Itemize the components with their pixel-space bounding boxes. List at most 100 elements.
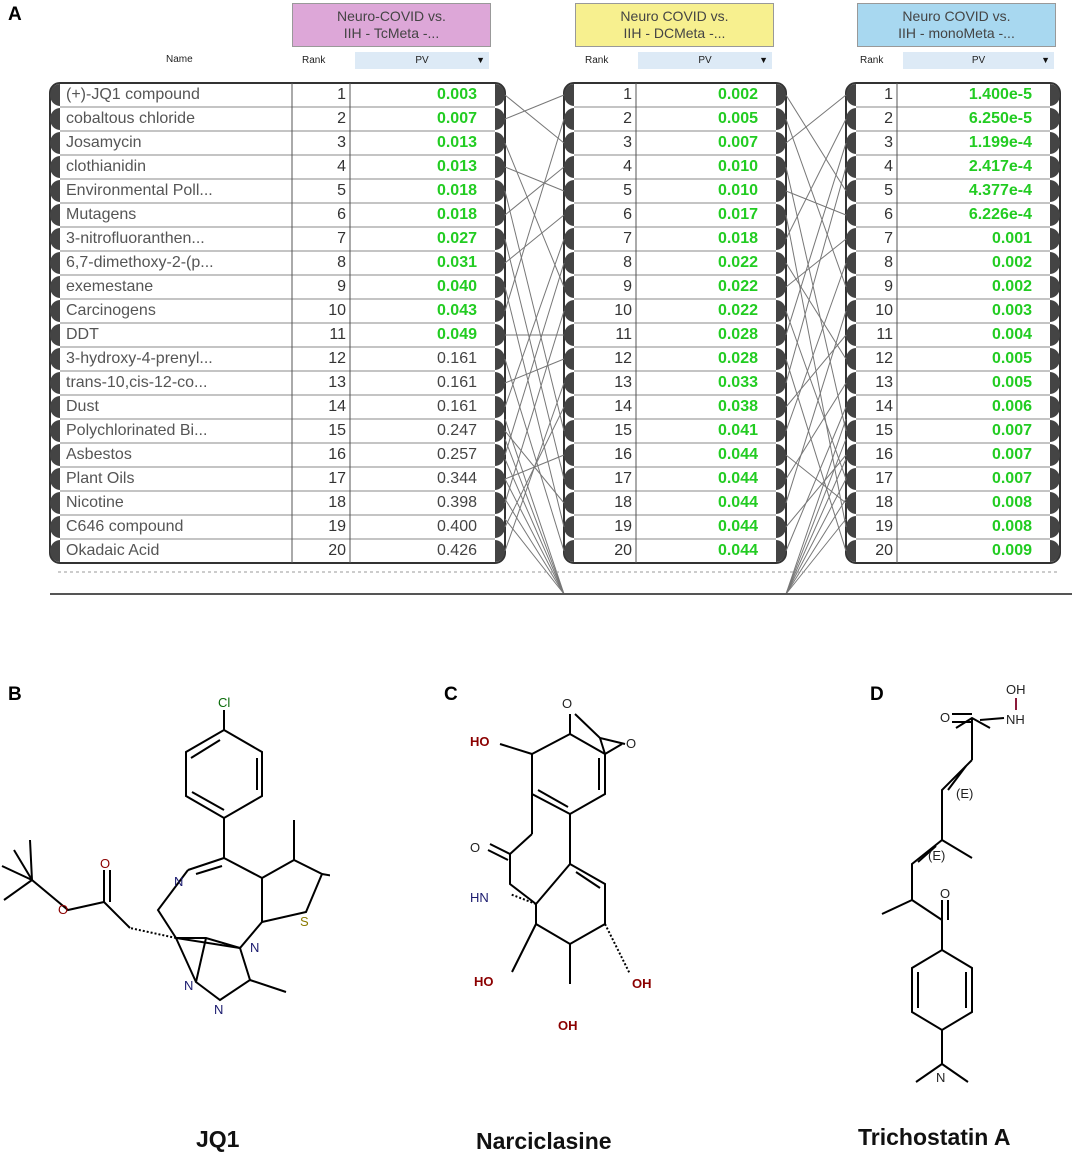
rank-link-line (504, 358, 565, 552)
row-right-handle (776, 324, 786, 346)
rank-value: 19 (875, 518, 893, 535)
jq1-structure: Cl N N N N O O S (1, 695, 330, 1017)
compound-name[interactable]: 6,7-dimethoxy-2-(p... (66, 254, 214, 271)
compound-name[interactable]: Environmental Poll... (66, 182, 213, 199)
row-left-handle (50, 300, 60, 322)
row-right-handle (495, 444, 505, 466)
pv-value: 0.398 (436, 494, 477, 511)
rank-link-line (785, 454, 847, 528)
rank-link-line (504, 118, 565, 312)
pv-value: 0.400 (436, 518, 477, 535)
compound-name[interactable]: Carcinogens (66, 302, 156, 319)
sort-arrow-icon: ▼ (476, 55, 485, 65)
rank-value: 16 (328, 446, 346, 463)
row-left-handle (50, 492, 60, 514)
row-left-handle (564, 540, 574, 562)
table1-header[interactable]: Neuro-COVID vs. IIH - TcMeta -... (292, 3, 491, 47)
row-left-handle (564, 492, 574, 514)
row-right-handle (495, 348, 505, 370)
row-left-handle (846, 372, 856, 394)
table2-pv-header[interactable]: PV ▼ (638, 52, 772, 69)
row-right-handle (1050, 372, 1060, 394)
row-right-handle (1050, 396, 1060, 418)
table2-rank-header[interactable]: Rank (585, 55, 609, 66)
rank-link-line (504, 498, 565, 595)
row-left-handle (564, 156, 574, 178)
row-right-handle (1050, 516, 1060, 538)
table3-rank-header[interactable]: Rank (860, 55, 884, 66)
compound-name[interactable]: 3-nitrofluoranthen... (66, 230, 205, 247)
rank-value: 2 (337, 110, 346, 127)
table2-header[interactable]: Neuro COVID vs. IIH - DCMeta -... (575, 3, 774, 47)
compound-name[interactable]: clothianidin (66, 158, 147, 175)
pv-value: 6.226e-4 (968, 206, 1032, 223)
pv-value: 0.028 (717, 350, 758, 367)
pv-value: 0.010 (717, 182, 758, 199)
pv-value: 0.161 (436, 398, 477, 415)
row-right-handle (1050, 300, 1060, 322)
rank-value: 5 (623, 182, 632, 199)
rank-value: 18 (328, 494, 346, 511)
compound-name[interactable]: trans-10,cis-12-co... (66, 374, 208, 391)
rank-value: 7 (337, 230, 346, 247)
jq1-n-atom: N (174, 874, 183, 889)
compound-name[interactable]: 3-hydroxy-4-prenyl... (66, 350, 213, 367)
row-right-handle (495, 468, 505, 490)
rank-link-line (504, 358, 565, 384)
compound-name[interactable]: Asbestos (66, 446, 132, 463)
pv-value: 0.161 (436, 374, 477, 391)
row-left-handle (846, 492, 856, 514)
table1-rank-header[interactable]: Rank (302, 55, 326, 66)
compound-name[interactable]: Dust (66, 398, 99, 415)
name-column-header[interactable]: Name (166, 54, 193, 65)
trichostatin-oh-atom: OH (1006, 682, 1026, 697)
compound-name[interactable]: cobaltous chloride (66, 110, 195, 127)
compound-name[interactable]: C646 compound (66, 518, 184, 535)
row-right-handle (1050, 132, 1060, 154)
rank-link-line (785, 406, 847, 552)
row-left-handle (846, 180, 856, 202)
table1-pv-header[interactable]: PV ▼ (355, 52, 489, 69)
pv-value: 0.007 (991, 446, 1032, 463)
rank-value: 8 (623, 254, 632, 271)
pv-header-label: PV (415, 55, 429, 66)
row-right-handle (495, 84, 505, 106)
rank-value: 5 (884, 182, 893, 199)
compound-name[interactable]: Polychlorinated Bi... (66, 422, 208, 439)
rank-link-line (785, 438, 847, 595)
table3-pv-header[interactable]: PV ▼ (903, 52, 1054, 69)
row-right-handle (776, 252, 786, 274)
compound-name[interactable]: Mutagens (66, 206, 137, 223)
compound-name[interactable]: (+)-JQ1 compound (66, 86, 200, 103)
rank-link-line (504, 214, 565, 264)
rank-value: 18 (875, 494, 893, 511)
compound-name[interactable]: exemestane (66, 278, 154, 295)
compound-name[interactable]: Nicotine (66, 494, 124, 511)
compound-name[interactable]: Josamycin (66, 134, 142, 151)
pv-value: 0.031 (436, 254, 477, 271)
rank-link-line (785, 358, 847, 552)
rank-value: 2 (884, 110, 893, 127)
compound-name[interactable]: DDT (66, 326, 99, 343)
row-left-handle (50, 156, 60, 178)
pv-value: 0.004 (991, 326, 1032, 343)
row-left-handle (50, 108, 60, 130)
pv-value: 0.022 (717, 254, 758, 271)
rank-value: 12 (875, 350, 893, 367)
compound-name[interactable]: Okadaic Acid (66, 542, 160, 559)
table3-header[interactable]: Neuro COVID vs. IIH - monoMeta -... (857, 3, 1056, 47)
rank-link-line (504, 418, 565, 595)
row-left-handle (846, 276, 856, 298)
row-right-handle (776, 180, 786, 202)
row-left-handle (564, 516, 574, 538)
row-left-handle (564, 420, 574, 442)
rank-value: 6 (337, 206, 346, 223)
row-right-handle (776, 420, 786, 442)
compound-name[interactable]: Plant Oils (66, 470, 135, 487)
pv-value: 0.005 (991, 374, 1032, 391)
rank-link-line (504, 262, 565, 456)
row-right-handle (1050, 228, 1060, 250)
rank-value: 12 (328, 350, 346, 367)
pv-value: 4.377e-4 (968, 182, 1032, 199)
pv-value: 0.013 (436, 134, 477, 151)
